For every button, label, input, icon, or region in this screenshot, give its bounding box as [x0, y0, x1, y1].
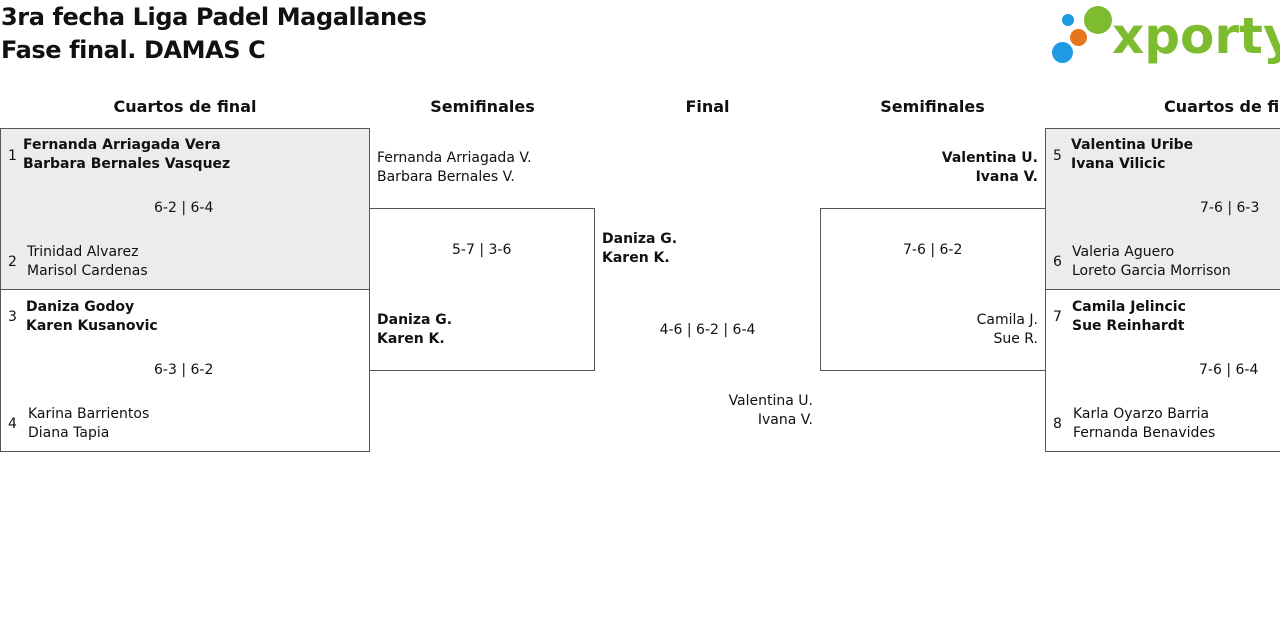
- player-name: Fernanda Benavides: [1073, 425, 1216, 441]
- seed-number: 5: [1053, 148, 1062, 164]
- match-sf-left: 5-7 | 3-6: [369, 208, 595, 371]
- seed-number: 1: [8, 148, 17, 164]
- sf-right-team-bottom: Camila J. Sue R.: [860, 311, 1038, 349]
- match-score: 7-6 | 6-2: [903, 242, 963, 258]
- seed-number: 8: [1053, 416, 1062, 432]
- logo-text: xporty: [1112, 7, 1280, 65]
- final-match-score: 4-6 | 6-2 | 6-4: [659, 322, 756, 338]
- team-bottom: Karina Barrientos Diana Tapia: [28, 405, 149, 443]
- seed-number: 2: [8, 254, 17, 270]
- logo-dot-blue-large-icon: [1052, 42, 1073, 63]
- player-name: Sue Reinhardt: [1072, 318, 1185, 334]
- match-score: 5-7 | 3-6: [452, 242, 512, 258]
- player-name: Camila J.: [976, 312, 1038, 328]
- logo-dot-green-icon: [1084, 6, 1112, 34]
- page-title: 3ra fecha Liga Padel Magallanes: [1, 3, 427, 31]
- match-qf-right-2: 7 Camila Jelincic Sue Reinhardt 7-6 | 6-…: [1045, 289, 1280, 452]
- player-name: Marisol Cardenas: [27, 263, 148, 279]
- team-top: Fernanda Arriagada Vera Barbara Bernales…: [23, 136, 230, 174]
- match-score: 7-6 | 6-3: [1200, 200, 1260, 216]
- sf-left-team-top: Fernanda Arriagada V. Barbara Bernales V…: [377, 149, 532, 187]
- team-top: Camila Jelincic Sue Reinhardt: [1072, 298, 1186, 336]
- team-top: Daniza Godoy Karen Kusanovic: [26, 298, 158, 336]
- final-team-bottom: Valentina U. Ivana V.: [640, 392, 813, 430]
- player-name: Ivana Vilicic: [1071, 156, 1166, 172]
- match-qf-left-2: 3 Daniza Godoy Karen Kusanovic 6-3 | 6-2…: [0, 289, 370, 452]
- seed-number: 6: [1053, 254, 1062, 270]
- team-bottom: Karla Oyarzo Barria Fernanda Benavides: [1073, 405, 1215, 443]
- match-qf-right-1: 5 Valentina Uribe Ivana Vilicic 7-6 | 6-…: [1045, 128, 1280, 290]
- player-name: Sue R.: [993, 331, 1038, 347]
- match-sf-right: 7-6 | 6-2: [820, 208, 1046, 371]
- player-name: Trinidad Alvarez: [27, 244, 139, 260]
- player-name: Daniza G.: [602, 231, 678, 247]
- team-bottom: Trinidad Alvarez Marisol Cardenas: [27, 243, 148, 281]
- final-team-top: Daniza G. Karen K.: [602, 230, 677, 268]
- player-name: Valentina U.: [728, 393, 813, 409]
- player-name: Valentina Uribe: [1071, 137, 1194, 153]
- round-header-qf-right: Cuartos de final: [1164, 97, 1280, 116]
- sf-right-team-top: Valentina U. Ivana V.: [860, 149, 1038, 187]
- seed-number: 3: [8, 309, 17, 325]
- team-top: Valentina Uribe Ivana Vilicic: [1071, 136, 1193, 174]
- player-name: Daniza Godoy: [26, 299, 135, 315]
- round-header-sf-left: Semifinales: [430, 97, 535, 116]
- sf-left-team-bottom: Daniza G. Karen K.: [377, 311, 452, 349]
- player-name: Karen K.: [377, 331, 445, 347]
- seed-number: 4: [8, 416, 17, 432]
- player-name: Valentina U.: [941, 150, 1038, 166]
- logo-dot-orange-icon: [1070, 29, 1087, 46]
- logo-dot-blue-small-icon: [1062, 14, 1074, 26]
- match-score: 6-2 | 6-4: [154, 200, 214, 216]
- round-header-qf-left: Cuartos de final: [113, 97, 257, 116]
- player-name: Ivana V.: [757, 412, 813, 428]
- player-name: Camila Jelincic: [1072, 299, 1186, 315]
- match-qf-left-1: 1 Fernanda Arriagada Vera Barbara Bernal…: [0, 128, 370, 290]
- round-header-sf-right: Semifinales: [880, 97, 985, 116]
- player-name: Barbara Bernales V.: [377, 169, 515, 185]
- round-header-final: Final: [685, 97, 730, 116]
- player-name: Fernanda Arriagada V.: [377, 150, 532, 166]
- match-score: 6-3 | 6-2: [154, 362, 214, 378]
- player-name: Ivana V.: [975, 169, 1038, 185]
- player-name: Karen K.: [602, 250, 670, 266]
- player-name: Karen Kusanovic: [26, 318, 158, 334]
- seed-number: 7: [1053, 309, 1062, 325]
- player-name: Loreto Garcia Morrison: [1072, 263, 1231, 279]
- player-name: Diana Tapia: [28, 425, 110, 441]
- xporty-logo[interactable]: [1050, 4, 1276, 68]
- player-name: Fernanda Arriagada Vera: [23, 137, 221, 153]
- page-subtitle: Fase final. DAMAS C: [1, 36, 266, 64]
- player-name: Barbara Bernales Vasquez: [23, 156, 231, 172]
- player-name: Daniza G.: [377, 312, 453, 328]
- player-name: Karla Oyarzo Barria: [1073, 406, 1210, 422]
- match-score: 7-6 | 6-4: [1199, 362, 1259, 378]
- player-name: Valeria Aguero: [1072, 244, 1175, 260]
- player-name: Karina Barrientos: [28, 406, 150, 422]
- team-bottom: Valeria Aguero Loreto Garcia Morrison: [1072, 243, 1231, 281]
